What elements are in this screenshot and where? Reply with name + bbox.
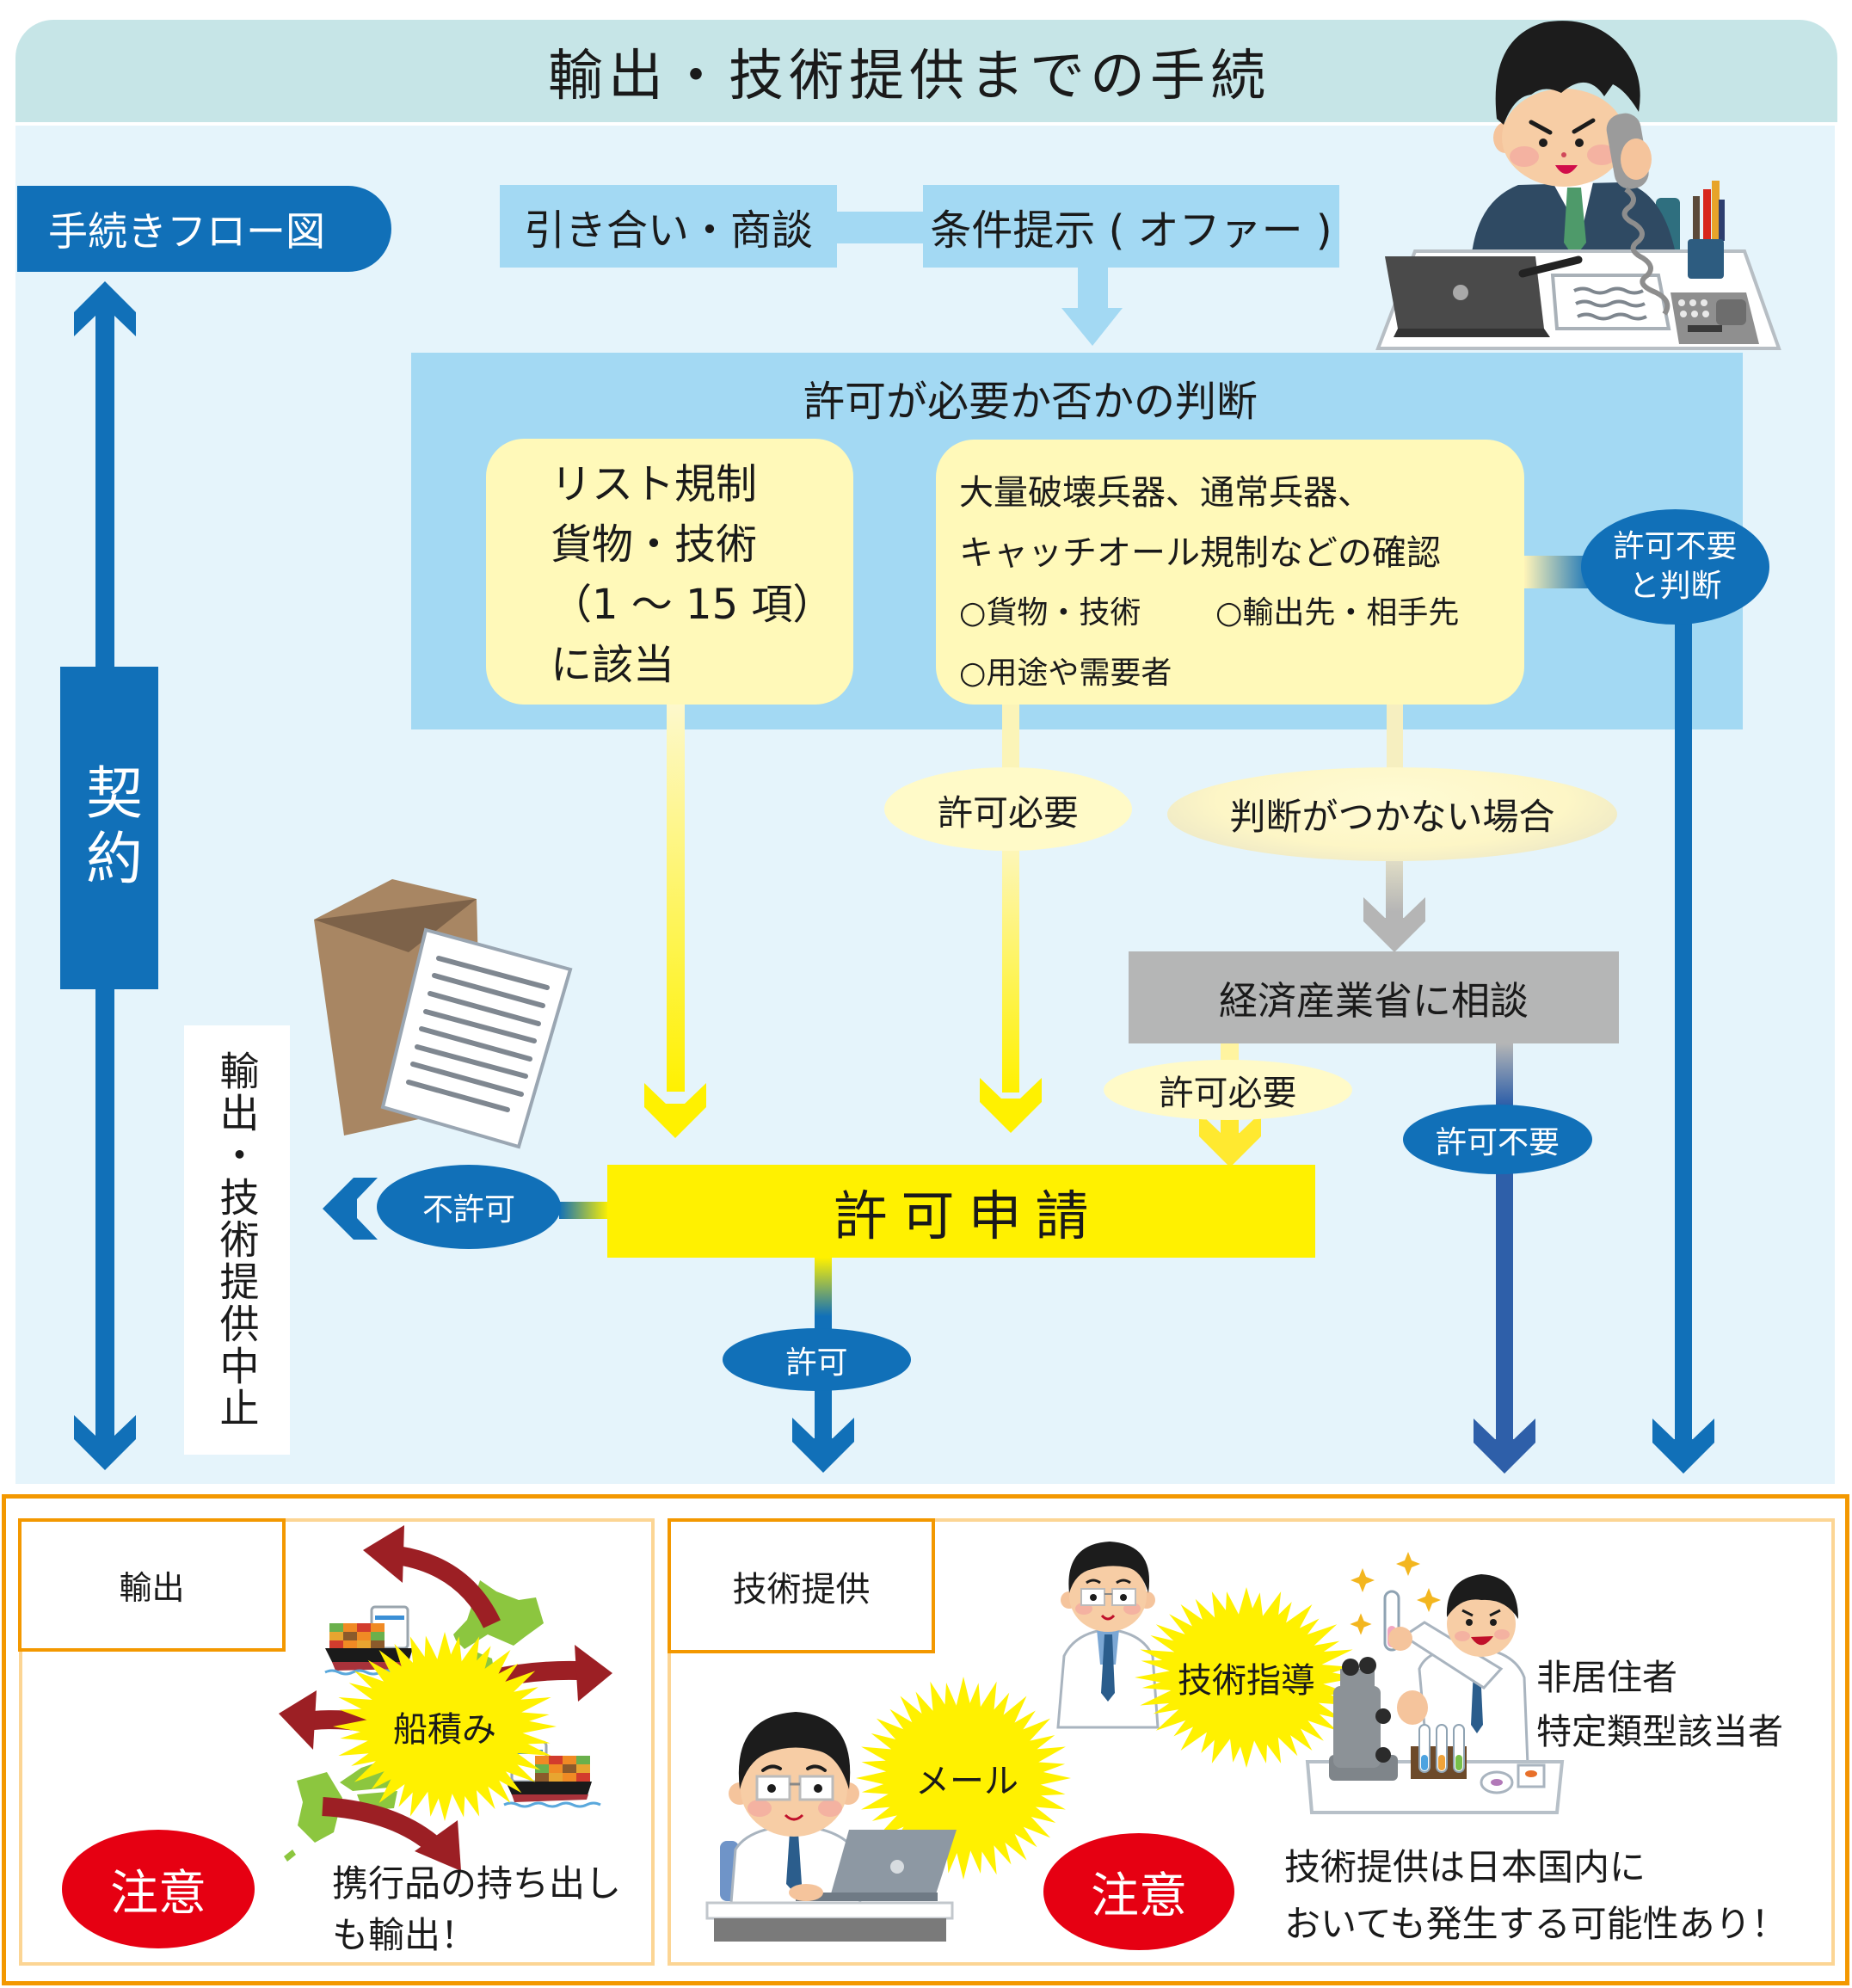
- list-control-card: リスト規制 貨物・技術 （1 〜 15 項） に該当: [486, 439, 853, 705]
- check-item-destination: ○輸出先・相手先: [1215, 595, 1460, 631]
- tech-panel-label: 技術提供: [668, 1518, 935, 1653]
- list-control-line: （1 〜 15 項）: [551, 581, 834, 629]
- permit-required-arrow: [980, 705, 1042, 1133]
- denied-badge: 不許可: [377, 1165, 561, 1249]
- arrow-up-icon: [74, 281, 136, 336]
- step-connector: [837, 212, 923, 243]
- scientist-guiding-icon: [1056, 1542, 1160, 1729]
- catch-all-checklist-row: ○貨物・技術 ○輸出先・相手先: [959, 583, 1524, 643]
- permit-application-box: 許可申請: [607, 1165, 1315, 1258]
- arrow-down-icon: [1363, 897, 1425, 952]
- badge-line: と判断: [1628, 569, 1722, 604]
- approved-badge: 許可: [723, 1328, 911, 1391]
- list-control-arrow: [644, 705, 706, 1138]
- recipient-list: 非居住者 特定類型該当者: [1536, 1651, 1783, 1759]
- caution-badge: 注意: [62, 1830, 255, 1948]
- recipient-item: 特定類型該当者: [1536, 1711, 1783, 1752]
- list-control-line: 貨物・技術: [551, 520, 758, 569]
- list-control-line: に該当: [551, 641, 675, 689]
- undetermined-arrow: [1363, 705, 1425, 952]
- business-person-phone-icon: [1375, 21, 1781, 350]
- catch-all-card: 大量破壊兵器、通常兵器、 キャッチオール規制などの確認 ○貨物・技術 ○輸出先・相…: [936, 440, 1524, 705]
- contract-bar: 契約: [60, 667, 158, 989]
- meti-consultation-box: 経済産業省に相談: [1129, 951, 1619, 1043]
- undetermined-badge: 判断がつかない場合: [1167, 767, 1617, 861]
- list-control-line: リスト規制: [551, 460, 758, 508]
- catch-all-line: キャッチオール規制などの確認: [959, 533, 1441, 573]
- export-note-line: も輸出！: [332, 1914, 477, 1956]
- arrow-down-icon: [792, 1418, 854, 1473]
- burst-shipping-label: 船積み: [393, 1710, 496, 1750]
- arrow-down-icon: [74, 1415, 136, 1470]
- catch-all-line: 大量破壊兵器、通常兵器、: [959, 473, 1372, 513]
- arrow-down-icon: [644, 1083, 706, 1138]
- step-offer: 条件提示 ( オファー ): [923, 185, 1339, 268]
- suspension-label: 輸出・技術提供中止: [184, 1025, 290, 1455]
- check-item-end-use: ○用途や需要者: [959, 655, 1172, 691]
- envelope-document-icon: [314, 879, 573, 1149]
- meti-not-required-arrow: [1474, 1041, 1535, 1474]
- step-inquiry: 引き合い・商談: [500, 185, 837, 268]
- arrow-left-icon: [323, 1178, 378, 1240]
- flow-chart-label: 手続きフロー図: [17, 186, 391, 272]
- badge-line: 許可不要: [1613, 529, 1738, 564]
- arrow-down-icon: [980, 1078, 1042, 1133]
- japan-map-ships-icon: [279, 1525, 612, 1871]
- export-note-line: 携行品の持ち出し: [332, 1862, 622, 1905]
- offer-down-arrow: [1061, 268, 1123, 346]
- check-item-goods: ○貨物・技術: [959, 595, 1141, 631]
- not-required-arrow: [1524, 556, 1714, 1474]
- arrow-down-icon: [1652, 1419, 1714, 1474]
- permit-required-badge: 許可必要: [884, 767, 1132, 851]
- recipient-item: 非居住者: [1536, 1657, 1677, 1698]
- tech-note: 技術提供は日本国内に おいても発生する可能性あり！: [1284, 1839, 1787, 1953]
- tech-note-line: 技術提供は日本国内に: [1284, 1846, 1646, 1888]
- denied-arrow: [323, 1178, 609, 1240]
- permit-required-after-consult-badge: 許可必要: [1104, 1060, 1352, 1120]
- burst-guidance-label: 技術指導: [1178, 1661, 1315, 1701]
- scientist-lab-icon: [1305, 1552, 1565, 1814]
- caution-badge: 注意: [1043, 1833, 1234, 1950]
- tech-note-line: おいても発生する可能性あり！: [1284, 1903, 1787, 1945]
- burst-mail-label: メール: [915, 1762, 1018, 1801]
- arrow-down-icon: [1199, 1112, 1261, 1167]
- page-title: 輸出・技術提供までの手続: [548, 44, 1271, 108]
- scientist-laptop-icon: [705, 1712, 957, 1942]
- arrow-down-icon: [1474, 1419, 1535, 1474]
- judgment-title: 許可が必要か否かの判断: [803, 378, 1258, 426]
- permit-not-required-badge: 許可不要: [1403, 1105, 1592, 1174]
- export-panel-label: 輸出: [18, 1518, 286, 1652]
- export-note: 携行品の持ち出し も輸出！: [332, 1858, 621, 1961]
- not-required-judgment-badge: 許可不要 と判断: [1581, 509, 1769, 625]
